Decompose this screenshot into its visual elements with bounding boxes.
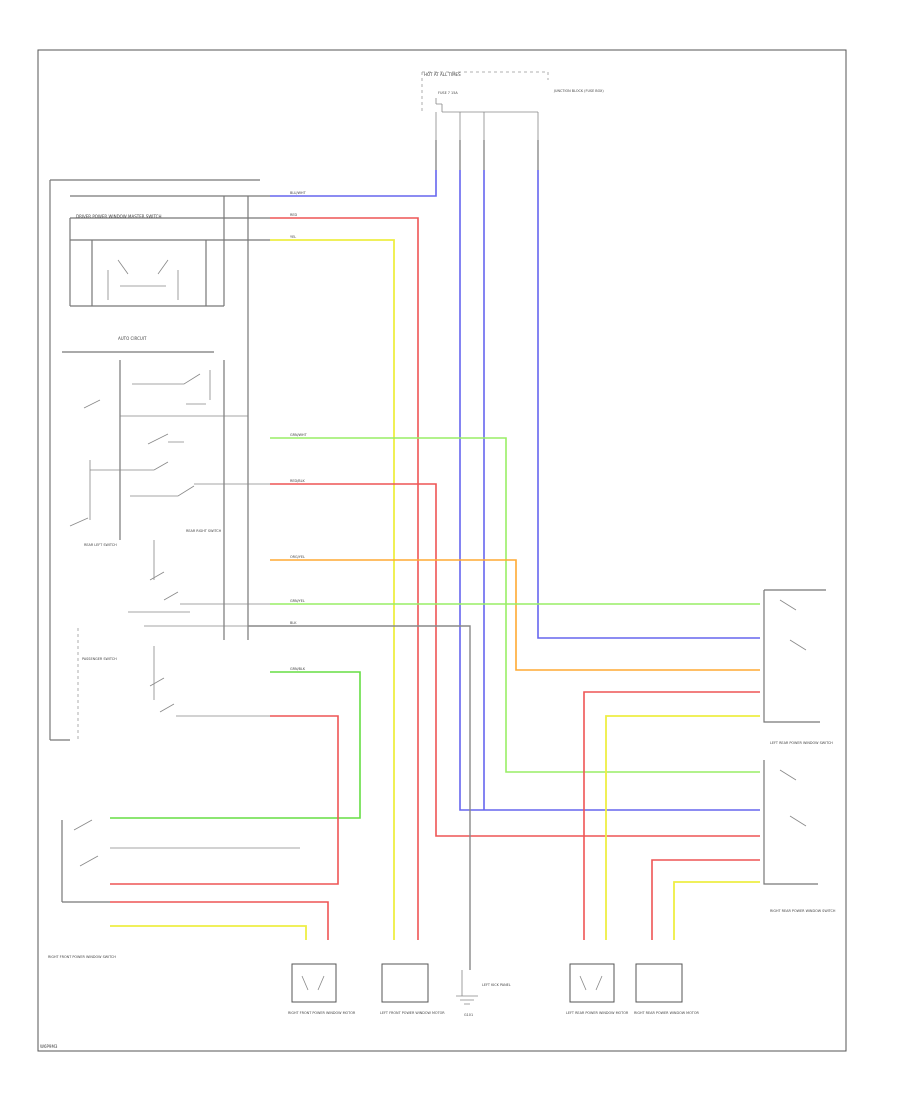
junction-block: HOT AT ALL TIMES FUSE 7 15A JUNCTION BLO… bbox=[421, 71, 604, 170]
footer-code: W6P9M3 bbox=[40, 1044, 58, 1049]
rf-switch: RIGHT FRONT POWER WINDOW SWITCH bbox=[48, 819, 329, 959]
label-motor-rr: RIGHT REAR POWER WINDOW MOTOR bbox=[634, 1011, 700, 1015]
wire-blue-feed-2 bbox=[459, 170, 760, 811]
label-rf-switch: RIGHT FRONT POWER WINDOW SWITCH bbox=[48, 955, 116, 959]
motor-rf: RIGHT FRONT POWER WINDOW MOTOR bbox=[288, 963, 356, 1015]
label-rear-left-switch: REAR LEFT SWITCH bbox=[84, 543, 117, 547]
wire-yellow-feed bbox=[270, 239, 395, 940]
label-ground-note: LEFT KICK PANEL bbox=[482, 983, 511, 987]
wire-grn-wht bbox=[270, 437, 760, 773]
label-wire-red-blk: RED/BLK bbox=[290, 479, 305, 483]
motor-lr: LEFT REAR POWER WINDOW MOTOR bbox=[566, 963, 629, 1015]
label-motor-lr: LEFT REAR POWER WINDOW MOTOR bbox=[566, 1011, 629, 1015]
wire-blk bbox=[248, 625, 471, 970]
label-junction-block: JUNCTION BLOCK (FUSE BOX) bbox=[553, 89, 604, 93]
wire-red-blk-rf bbox=[110, 715, 339, 885]
wire-blue-feed-1 bbox=[270, 170, 437, 197]
label-passenger-switch: PASSENGER SWITCH bbox=[82, 657, 117, 661]
wire-red-blk bbox=[270, 483, 760, 837]
wire-red-feed bbox=[270, 217, 419, 940]
label-wire-grn-yel: GRN/YEL bbox=[290, 599, 305, 603]
label-ground: G101 bbox=[464, 1013, 473, 1017]
label-wire-grn-blk: GRN/BLK bbox=[290, 667, 306, 671]
motor-lf: LEFT FRONT POWER WINDOW MOTOR bbox=[380, 963, 445, 1015]
motor-rr: RIGHT REAR POWER WINDOW MOTOR bbox=[634, 963, 700, 1015]
label-wire-org-yel: ORG/YEL bbox=[290, 555, 305, 559]
label-wire-grn-wht: GRN/WHT bbox=[290, 433, 308, 437]
lr-switch: LEFT REAR POWER WINDOW SWITCH bbox=[583, 589, 833, 940]
label-wire-blu-wht: BLU/WHT bbox=[290, 191, 307, 195]
label-rear-right-switch: REAR RIGHT SWITCH bbox=[186, 529, 222, 533]
master-switch: DRIVER POWER WINDOW MASTER SWITCH AUTO C… bbox=[49, 179, 270, 741]
label-auto-circuit: AUTO CIRCUIT bbox=[118, 336, 147, 341]
diagram-frame bbox=[37, 49, 847, 1052]
label-wire-red-1: RED bbox=[290, 213, 297, 217]
wire-blue-feed-4 bbox=[537, 170, 760, 639]
label-rr-switch: RIGHT REAR POWER WINDOW SWITCH bbox=[770, 909, 836, 913]
label-lr-switch: LEFT REAR POWER WINDOW SWITCH bbox=[770, 741, 833, 745]
label-top-hot: HOT AT ALL TIMES bbox=[424, 72, 461, 77]
label-wire-blk: BLK bbox=[290, 621, 297, 625]
label-top-fuse: FUSE 7 15A bbox=[438, 91, 458, 95]
ground-g101: LEFT KICK PANEL G101 bbox=[456, 970, 511, 1017]
wire-grn-blk bbox=[110, 671, 361, 819]
wire-org-yel bbox=[270, 559, 760, 671]
label-motor-rf: RIGHT FRONT POWER WINDOW MOTOR bbox=[288, 1011, 356, 1015]
rr-switch: RIGHT REAR POWER WINDOW SWITCH bbox=[651, 760, 836, 940]
label-wire-yel-1: YEL bbox=[290, 235, 296, 239]
label-master-switch-header: DRIVER POWER WINDOW MASTER SWITCH bbox=[76, 214, 161, 219]
label-motor-lf: LEFT FRONT POWER WINDOW MOTOR bbox=[380, 1011, 445, 1015]
